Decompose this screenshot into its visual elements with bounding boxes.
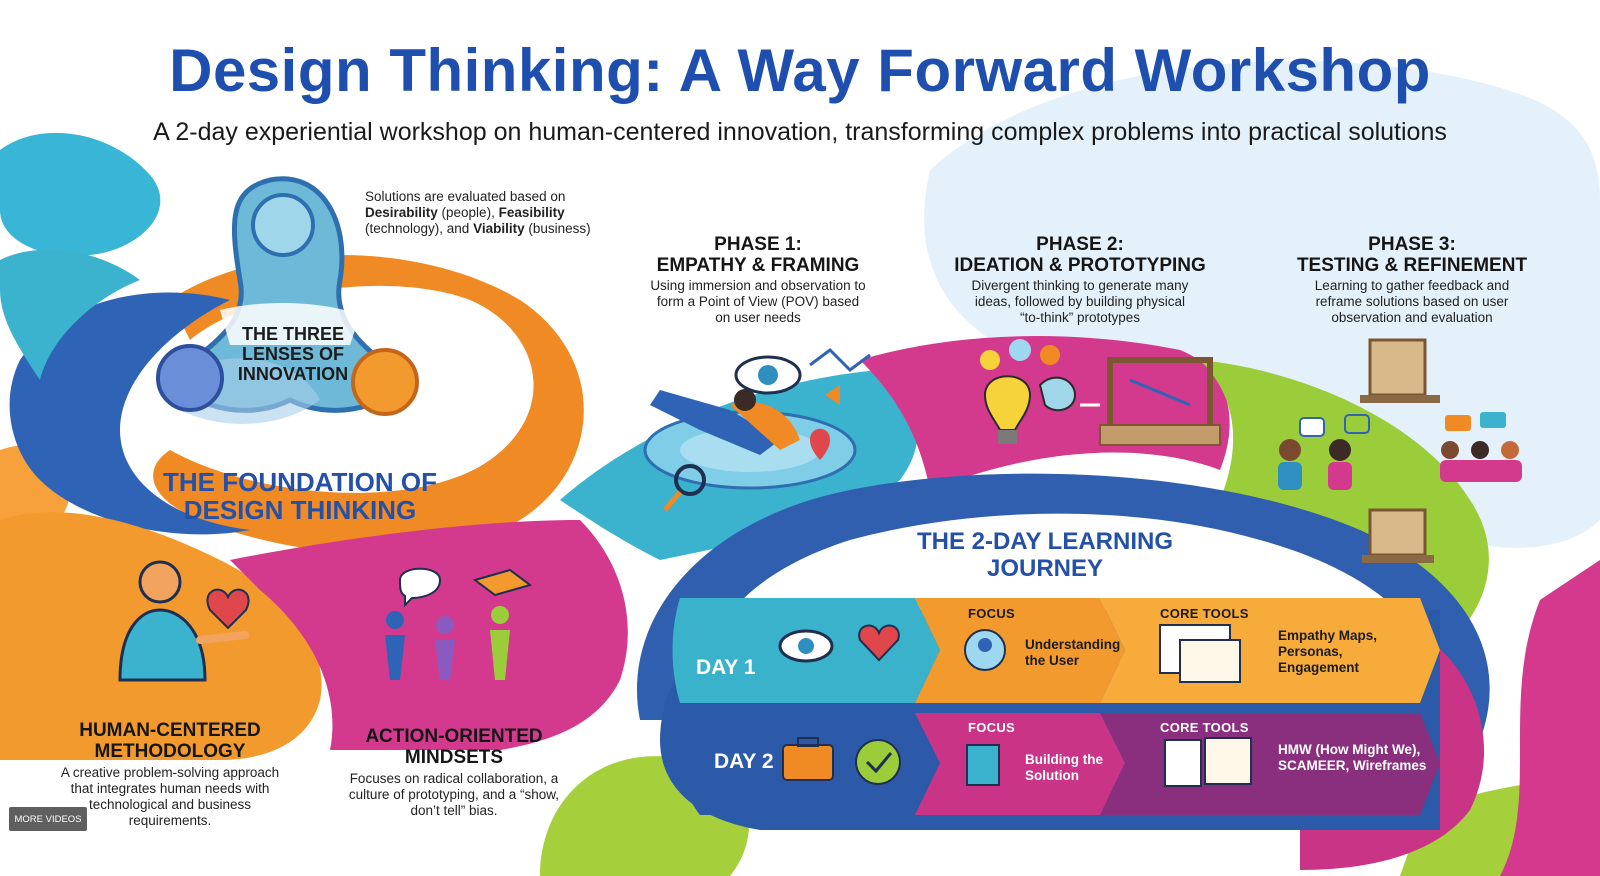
journey-title: THE 2-DAY LEARNING JOURNEY <box>916 528 1174 582</box>
phase-2-heading-1: PHASE 2: <box>1036 234 1124 255</box>
day2-row-purple <box>1100 713 1440 815</box>
page-subtitle: A 2-day experiential workshop on human-c… <box>153 118 1447 146</box>
bg-blob-magenta-right <box>1500 560 1600 876</box>
phase-2-heading-2: IDEATION & PROTOTYPING <box>954 255 1206 276</box>
lenses-note: Solutions are evaluated based on Desirab… <box>365 189 625 237</box>
phase-3-desc: Learning to gather feedback and reframe … <box>1314 278 1510 325</box>
lenses-note-prefix: Solutions are evaluated based on <box>365 189 566 204</box>
phase-1-desc: Using immersion and observation to form … <box>650 278 866 325</box>
phase-1-heading-1: PHASE 1: <box>714 234 802 255</box>
human-centered-desc: A creative problem-solving approach that… <box>60 765 280 828</box>
page-title: Design Thinking: A Way Forward Workshop <box>169 37 1431 104</box>
bg-blob-right <box>924 60 1600 548</box>
day-2-tools-value: HMW (How Might We), SCAMEER, Wireframes <box>1278 742 1427 773</box>
three-lenses-icon <box>156 176 419 424</box>
lens-viability-tail: (business) <box>524 221 591 236</box>
day-2-focus-header: FOCUS <box>968 720 1015 735</box>
day-icons <box>778 624 1252 787</box>
foundation-title: THE FOUNDATION OF DESIGN THINKING <box>163 467 437 525</box>
day-1-tools-value: Empathy Maps, Personas, Engagement <box>1278 628 1378 675</box>
day2-row-magenta <box>915 713 1125 815</box>
day-2-tools-header: CORE TOOLS <box>1160 720 1249 735</box>
more-videos-button[interactable]: MORE VIDEOS <box>9 807 87 831</box>
phase-1-heading-2: EMPATHY & FRAMING <box>656 255 860 276</box>
phase-3-heading-1: PHASE 3: <box>1368 234 1456 255</box>
phase-3: PHASE 3: TESTING & REFINEMENT Learning t… <box>1262 234 1562 326</box>
ideation-illustration <box>980 339 1221 446</box>
bg-blob-top-left <box>0 132 161 256</box>
empathy-illustration <box>643 348 871 512</box>
day-2-focus-value: Building the Solution <box>1025 752 1103 783</box>
day-1-tools-header: CORE TOOLS <box>1160 606 1249 621</box>
phase-1: PHASE 1: EMPATHY & FRAMING Using immersi… <box>618 234 898 326</box>
lens-viability: Viability <box>473 221 525 236</box>
swirl-blue <box>9 292 250 535</box>
human-centered-illustration <box>118 560 250 682</box>
swirl-orange <box>153 255 584 554</box>
action-oriented-block: ACTION-ORIENTED MINDSETS Focuses on radi… <box>334 726 574 819</box>
day1-row-orange <box>915 598 1125 703</box>
action-oriented-illustration <box>385 567 533 680</box>
day-2-label: DAY 2 <box>714 750 774 773</box>
phase-2-desc: Divergent thinking to generate many idea… <box>971 278 1189 325</box>
action-oriented-desc: Focuses on radical collaboration, a cult… <box>348 771 560 818</box>
lens-technology: (technology), and <box>365 221 474 236</box>
day-1-label: DAY 1 <box>696 656 756 679</box>
phase-3-heading-2: TESTING & REFINEMENT <box>1296 255 1528 276</box>
lenses-title: THE THREE LENSES OF INNOVATION <box>237 324 349 384</box>
testing-illustration <box>1278 338 1522 563</box>
swirl-teal <box>0 249 140 380</box>
road-magenta-top <box>860 336 1230 490</box>
action-oriented-heading: ACTION-ORIENTED MINDSETS <box>365 726 543 768</box>
lens-feasibility: Feasibility <box>498 205 565 220</box>
day-1-focus-value: Understanding the User <box>1025 637 1121 668</box>
day-1-focus-header: FOCUS <box>968 606 1015 621</box>
day1-row-orange2 <box>1100 598 1440 703</box>
lens-desirability-tail: (people), <box>437 205 499 220</box>
road-magenta-left <box>230 520 628 750</box>
lens-desirability: Desirability <box>365 205 438 220</box>
human-centered-block: HUMAN-CENTERED METHODOLOGY A creative pr… <box>60 720 280 829</box>
phase-2: PHASE 2: IDEATION & PROTOTYPING Divergen… <box>930 234 1230 326</box>
human-centered-heading: HUMAN-CENTERED METHODOLOGY <box>79 720 261 762</box>
